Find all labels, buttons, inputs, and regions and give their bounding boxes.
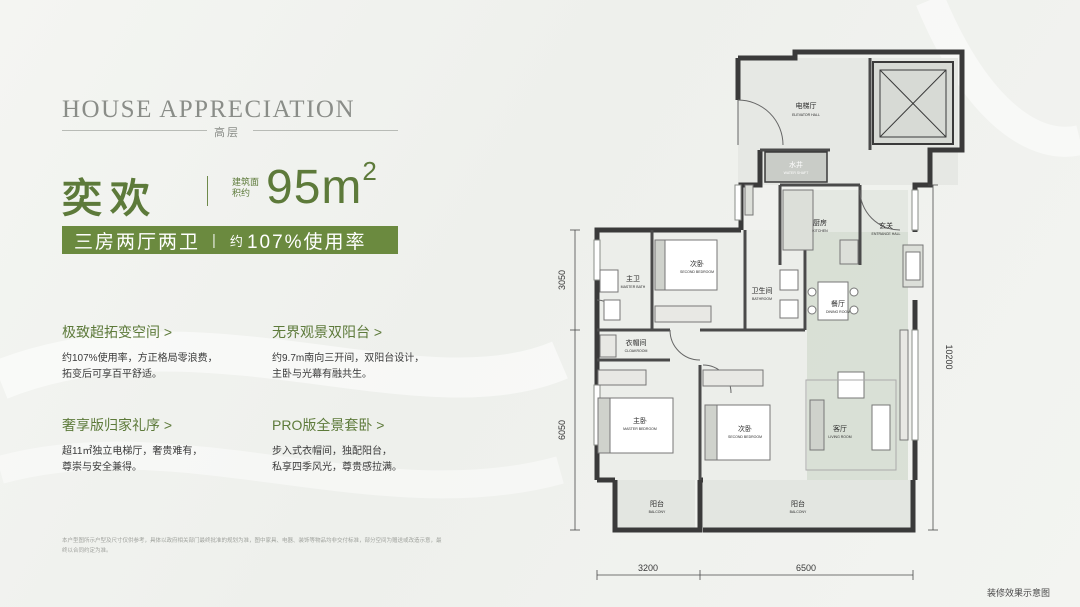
room-label-en: BATHROOM (752, 297, 772, 301)
room-label: 客厅 (833, 424, 847, 433)
room-label: 次卧 (738, 424, 752, 433)
dim-right: 10200 (944, 344, 954, 369)
feature-line: 尊崇与安全兼得。 (62, 462, 142, 473)
dim-bottom-right: 6500 (796, 563, 816, 573)
band-separator: | (212, 231, 218, 249)
layout-band: 三房两厅两卫 | 约 107%使用率 (62, 226, 398, 254)
room-label-en: SECOND BEDROOM (680, 270, 714, 274)
page-subtitle: 高层 (214, 127, 240, 139)
unit-name: 奕欢 (62, 177, 158, 221)
room-label: 玄关 (879, 221, 893, 230)
room-labels: 电梯厅 ELEVATOR HALL 水井 WATER SHAFT 厨房 KITC… (621, 101, 901, 514)
room-label-en: SECOND BEDROOM (728, 435, 762, 439)
room-label: 衣帽间 (626, 338, 647, 347)
room-label-en: ENTRANCE HALL (872, 232, 901, 236)
feature-3: 奢享版归家礼序 > 超11㎡独立电梯厅，奢贵难有， 尊崇与安全兼得。 (62, 415, 242, 476)
feature-line: 步入式衣帽间，独配阳台， (272, 446, 392, 457)
room-label: 阳台 (791, 499, 805, 508)
layout-text: 三房两厅两卫 (74, 231, 201, 253)
page-title: HOUSE APPRECIATION (62, 96, 356, 123)
room-label: 主卫 (626, 274, 640, 283)
room-label: 次卧 (690, 259, 704, 268)
dimension-labels: 3050 6050 10200 3200 6500 (557, 270, 954, 573)
room-label: 卫生间 (752, 286, 773, 295)
feature-title: 奢享版归家礼序 > (62, 417, 173, 433)
rate-prefix: 约 (229, 233, 245, 249)
room-label: 厨房 (813, 218, 827, 227)
dim-left-bottom: 6050 (557, 420, 567, 440)
feature-title: PRO版全景套卧 > (272, 417, 385, 433)
title-rule-right (253, 130, 398, 131)
feature-line: 主卧与光幕有融共生。 (272, 369, 372, 380)
water-shaft (764, 151, 828, 183)
room-label-en: KITCHEN (812, 229, 828, 233)
entrance-floor (800, 190, 908, 240)
room-label: 阳台 (650, 499, 664, 508)
room-label-en: BALCONY (790, 510, 807, 514)
room-label: 主卧 (633, 416, 647, 425)
room-label: 电梯厅 (796, 101, 817, 110)
balcony1-floor (615, 480, 695, 530)
feature-line: 约9.7m南向三开间，双阳台设计， (272, 353, 425, 364)
feature-line: 拓变后可享百平舒适。 (62, 369, 162, 380)
room-label: 水井 (789, 160, 803, 169)
feature-1: 极致超拓变空间 > 约107%使用率，方正格局零浪费， 拓变后可享百平舒适。 (62, 322, 242, 383)
room-label-en: CLOAKROOM (625, 349, 648, 353)
dimension-lines (570, 184, 938, 580)
interior-walls (597, 58, 872, 480)
room-label-en: DINING ROOM (826, 310, 850, 314)
room-label: 餐厅 (831, 299, 845, 308)
area-value: 95m2 (266, 156, 378, 214)
feature-title: 无界观景双阳台 > (272, 324, 383, 340)
feature-line: 约107%使用率，方正格局零浪费， (62, 353, 218, 364)
feature-line: 私享四季风光，尊贵感拉满。 (272, 462, 402, 473)
feature-line: 超11㎡独立电梯厅，奢贵难有， (62, 446, 203, 457)
room-label-en: WATER SHAFT (784, 171, 810, 175)
divider (207, 176, 208, 206)
usage-rate: 107%使用率 (246, 231, 367, 253)
dim-left-top: 3050 (557, 270, 567, 290)
feature-2: 无界观景双阳台 > 约9.7m南向三开间，双阳台设计， 主卧与光幕有融共生。 (272, 322, 452, 383)
living-floor (800, 232, 908, 502)
feature-4: PRO版全景套卧 > 步入式衣帽间，独配阳台， 私享四季风光，尊贵感拉满。 (272, 415, 452, 476)
room-label-en: BALCONY (649, 510, 666, 514)
feature-title: 极致超拓变空间 > (62, 324, 173, 340)
title-rule-left (62, 130, 207, 131)
room-label-en: ELEVATOR HALL (792, 113, 820, 117)
area-label: 建筑面积约 (232, 177, 260, 198)
caption: 装修效果示意图 (987, 588, 1051, 598)
furniture (597, 184, 924, 471)
room-label-en: MASTER BEDROOM (623, 427, 657, 431)
room-label-en: MASTER BATH (621, 285, 646, 289)
room-label-en: LIVING ROOM (828, 435, 851, 439)
dim-bottom-left: 3200 (638, 563, 658, 573)
balcony2-floor (703, 480, 913, 530)
disclaimer: 本户型图所示户型及尺寸仅供参考，具体以政府相关部门最终批准的规划为准，图中家具、… (62, 538, 442, 554)
